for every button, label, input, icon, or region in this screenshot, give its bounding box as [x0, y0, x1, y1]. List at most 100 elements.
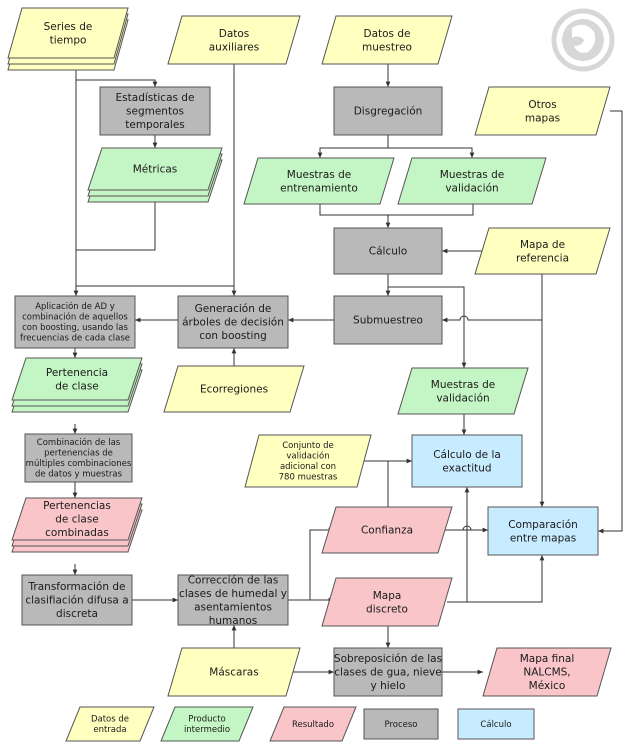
node-shape: [397, 157, 547, 205]
node-label-line: pertenencias de: [44, 449, 113, 459]
legend-label-line: intermedio: [184, 725, 230, 735]
node-label-line: Transformación de: [28, 581, 126, 593]
node-calculo: Cálculo: [333, 227, 443, 275]
node-shape: [487, 506, 599, 556]
node-label-line: Datos: [219, 28, 250, 40]
node-label-line: referencia: [516, 252, 569, 264]
connectors: [72, 64, 623, 675]
legend-label-line: Cálculo: [480, 720, 511, 730]
legend-swatch: [160, 706, 254, 742]
legend-label-line: Datos de: [91, 715, 129, 725]
node-label-line: Métricas: [133, 164, 178, 176]
node-label-line: Conjunto de: [282, 441, 334, 451]
node-shape: [411, 434, 523, 488]
connector: [317, 135, 389, 158]
node-label-line: Máscaras: [209, 667, 258, 679]
node-label-line: frecuencias de cada clase: [20, 334, 130, 344]
node-label-line: Estadísticas de: [116, 92, 195, 104]
node-label-line: Datos de: [364, 28, 411, 40]
node-shape: [397, 367, 529, 415]
node-label: Submuestreo: [353, 315, 423, 327]
legend-swatch: [457, 708, 535, 740]
node-label-line: discreta: [56, 608, 98, 620]
node-label: Confianza: [361, 525, 413, 537]
node-shape: [167, 647, 301, 697]
node-label-line: Muestras de: [287, 169, 351, 181]
seal-glyph: [572, 24, 596, 53]
node-label-line: tiempo: [50, 34, 87, 46]
legend-item-result: Resultado: [269, 706, 357, 742]
node-label-line: humanos: [209, 615, 258, 627]
node-label-line: Mapa final: [520, 653, 575, 665]
node-metricas: Métricas: [87, 147, 223, 203]
legend-swatch: [65, 706, 155, 742]
connector: [440, 525, 488, 533]
connector: [76, 202, 156, 251]
node-label-line: auxiliares: [209, 41, 260, 53]
node-shape: [24, 433, 133, 483]
node-confianza: Confianza: [321, 506, 453, 554]
node-label-line: Comparación: [508, 519, 578, 531]
node-label-line: entre mapas: [510, 532, 576, 544]
node-label-line: Pertenencia: [46, 367, 108, 379]
node-label-line: Cálculo de la: [433, 449, 501, 461]
node-shape: [163, 365, 305, 413]
node-label-line: con boosting: [199, 330, 267, 342]
node-label-line: de datos y muestras: [35, 470, 123, 480]
node-shape: [11, 357, 143, 401]
node-label-line: adicional con: [280, 462, 336, 472]
legend-swatch: [269, 706, 357, 742]
node-shape: [7, 7, 129, 59]
node-label-line: validación: [445, 182, 498, 194]
legend-item-process: Proceso: [363, 708, 439, 740]
node-label-line: 780 muestras: [279, 473, 338, 483]
node-shape: [333, 86, 443, 136]
node-shape: [321, 506, 453, 554]
connector: [447, 555, 545, 603]
node-label-line: Cálculo: [369, 246, 407, 258]
node-label-line: clases de humedal y: [179, 588, 287, 600]
legend-swatch: [363, 708, 439, 740]
node-label-line: clases de gua, nieve: [334, 667, 441, 679]
node-label-line: combinadas: [45, 527, 109, 539]
node-label-line: Muestras de: [431, 379, 495, 391]
node-shape: [21, 574, 133, 626]
node-shape: [177, 574, 289, 626]
node-label-line: temporales: [125, 119, 185, 131]
node-shape: [482, 647, 612, 697]
seal-logo-icon: [551, 8, 615, 72]
connector: [75, 70, 158, 87]
node-shape: [321, 577, 453, 627]
node-label-line: múltiples combinaciones: [26, 459, 132, 469]
node-label-line: México: [529, 680, 566, 692]
node-label-line: exactitud: [442, 462, 491, 474]
node-shape: [167, 15, 301, 65]
